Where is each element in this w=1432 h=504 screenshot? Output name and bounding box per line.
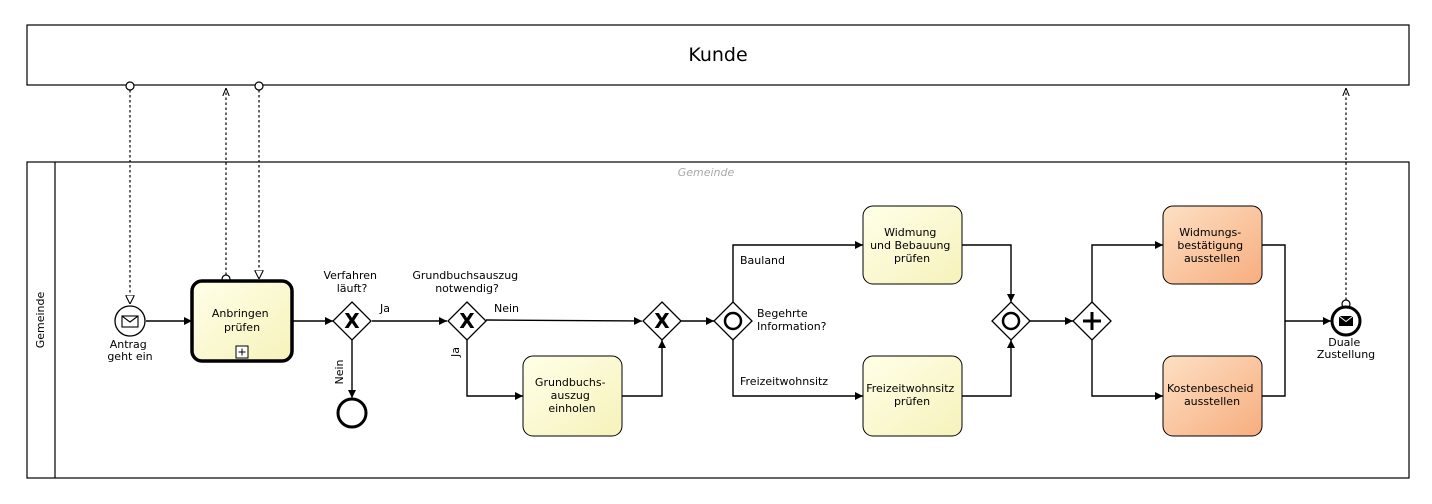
flow-grundbuch-ja[interactable] [466, 340, 523, 400]
flow-label-nein: Nein [494, 302, 519, 315]
lane-hint: Gemeinde [678, 166, 735, 179]
task-kostenbescheid-ausstellen[interactable]: Kostenbescheid ausstellen [1162, 355, 1263, 437]
flow-kosten-to-end[interactable] [1262, 321, 1286, 397]
flow-label-ja-vertical: Ja [449, 347, 462, 358]
pool-title: Kunde [688, 44, 747, 66]
flow-label-freizeitwohnsitz: Freizeitwohnsitz [740, 375, 828, 388]
start-event-label: Antrag geht ein [107, 338, 152, 363]
task-grundbuchsauszug-einholen[interactable]: Grundbuchs- auszug einholen [522, 355, 623, 437]
task-widmungsbestaetigung-ausstellen[interactable]: Widmungs- bestätigung ausstellen [1162, 205, 1263, 285]
start-event-antrag[interactable]: Antrag geht ein [107, 305, 153, 363]
flow-label-bauland: Bauland [740, 254, 785, 267]
end-event-duale-zustellung[interactable]: Duale Zustellung [1317, 305, 1375, 361]
task-label: Kostenbescheid ausstellen [1167, 382, 1257, 408]
flow-grundbuch-to-merge[interactable] [622, 340, 666, 397]
flow-freizeitwohnsitz[interactable] [732, 340, 863, 400]
task-anbringen-pruefen[interactable]: Anbringen prüfen [190, 279, 294, 363]
flow-bauland[interactable] [732, 241, 863, 302]
gateway-verfahren-laeuft[interactable]: X Verfahren läuft? [323, 269, 380, 341]
flow-grundbuch-nein[interactable] [485, 316, 643, 325]
pool-kunde[interactable]: Kunde [26, 24, 1410, 86]
flow-parallel-to-widmung[interactable] [1091, 241, 1163, 302]
message-flow-anbringen-in[interactable] [254, 81, 264, 279]
subprocess-plus-icon [235, 345, 249, 359]
envelope-icon [121, 315, 139, 328]
task-label: Grundbuchs- auszug einholen [535, 376, 609, 415]
flow-label-ja: Ja [379, 302, 390, 315]
gateway-parallel[interactable] [1072, 301, 1112, 341]
task-freizeitwohnsitz-pruefen[interactable]: Freizeitwohnsitz prüfen [862, 355, 963, 437]
flow-parallel-to-kosten[interactable] [1091, 340, 1163, 400]
gateway-grundbuchsauszug[interactable]: X Grundbuchsauszug notwendig? [412, 269, 521, 341]
task-widmung-bebauung-pruefen[interactable]: Widmung und Bebauung prüfen [862, 205, 963, 285]
message-flow-antrag[interactable] [125, 81, 135, 304]
envelope-filled-icon [1338, 315, 1354, 326]
task-label: Anbringen prüfen [212, 307, 272, 334]
gateway-merge[interactable]: X [642, 301, 682, 341]
message-flows [125, 81, 1351, 309]
inclusive-circle-icon [723, 311, 743, 331]
task-label: Freizeitwohnsitz prüfen [866, 382, 958, 408]
end-event-label: Duale Zustellung [1317, 336, 1375, 361]
flow-widmung-to-end[interactable] [1262, 244, 1331, 325]
lane-label: Gemeinde [34, 291, 47, 348]
exclusive-x-icon: X [459, 309, 475, 333]
task-label: Widmungs- bestätigung ausstellen [1177, 226, 1246, 265]
exclusive-x-icon: X [654, 309, 670, 333]
inclusive-circle-icon [1001, 311, 1021, 331]
exclusive-x-icon: X [344, 309, 360, 333]
gateway-inclusive-join[interactable] [991, 301, 1031, 341]
gateway-label: Begehrte Information? [757, 307, 827, 333]
flow-label-nein-vertical: Nein [333, 359, 346, 384]
end-event-nein[interactable] [336, 397, 368, 429]
gateway-label: Grundbuchsauszug notwendig? [412, 269, 521, 295]
sequence-flows [146, 241, 1331, 400]
parallel-plus-icon [1083, 312, 1101, 330]
gateway-label: Verfahren läuft? [323, 269, 380, 295]
flow-widmung-to-join[interactable] [962, 244, 1015, 302]
task-label: Widmung und Bebauung prüfen [870, 226, 954, 265]
gateway-begehrte-information[interactable]: Begehrte Information? [713, 301, 827, 341]
flow-freizeit-to-join[interactable] [962, 340, 1015, 397]
